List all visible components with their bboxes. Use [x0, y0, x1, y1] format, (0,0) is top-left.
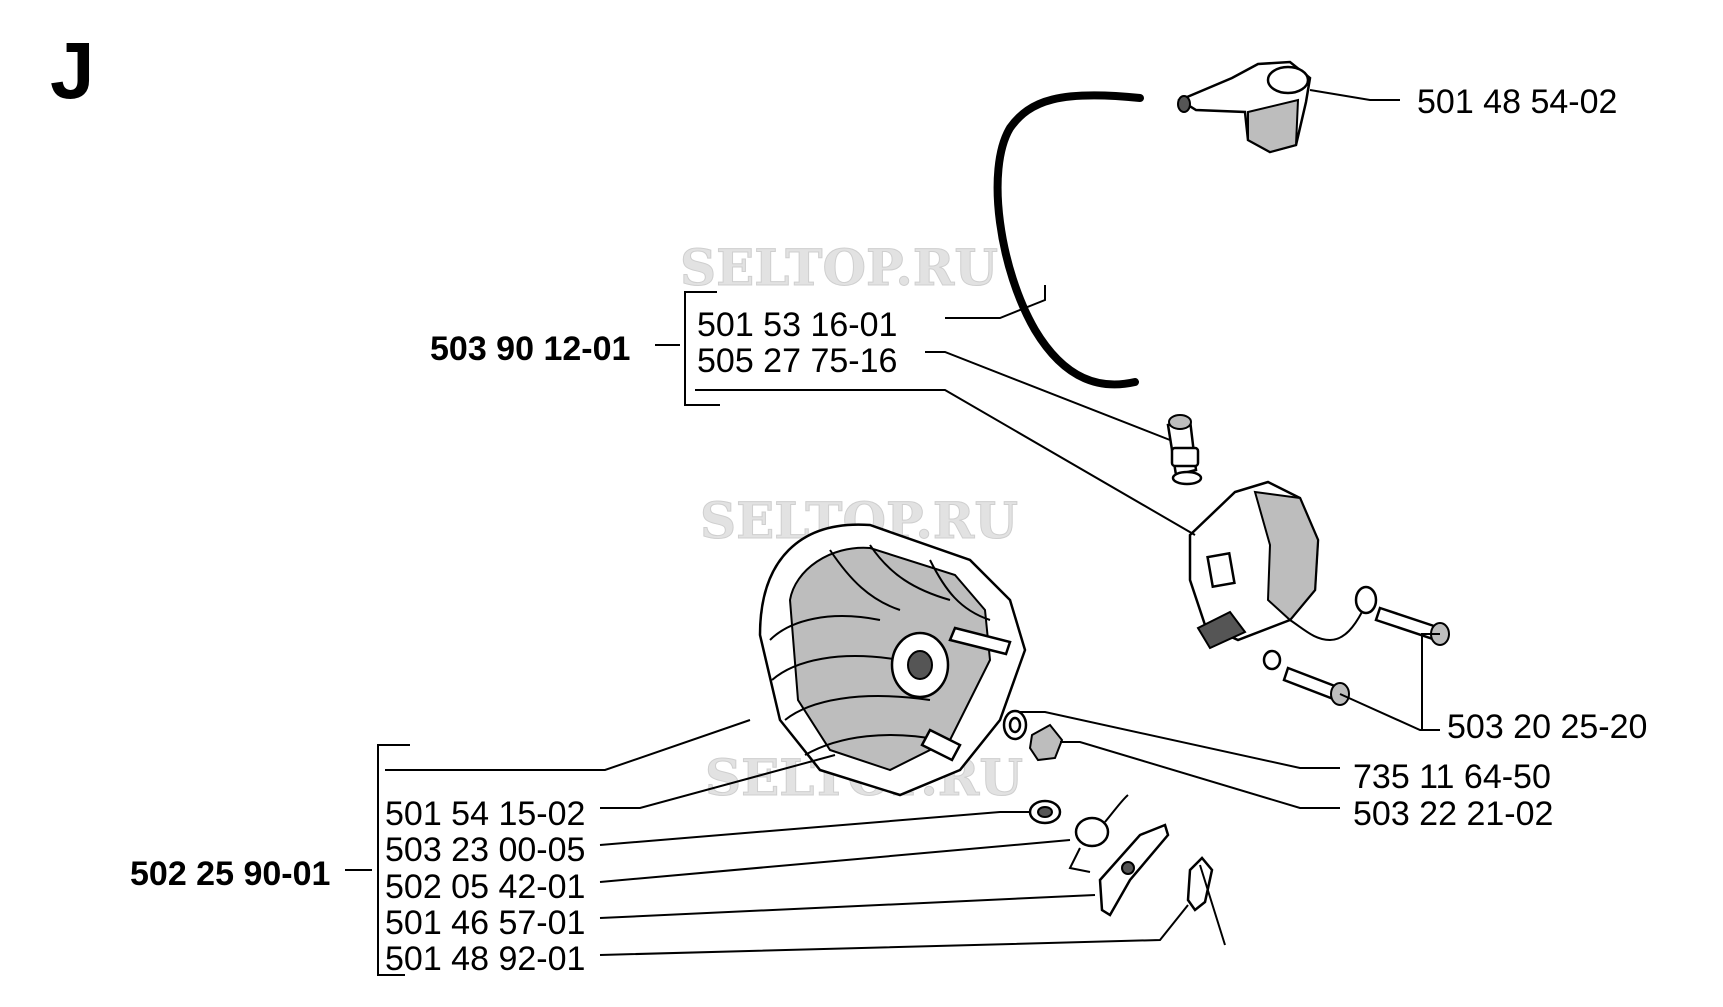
ignition-module	[1188, 480, 1378, 650]
part-label-503-23-00-05: 503 23 00-05	[385, 831, 585, 869]
spark-plug-cap	[1177, 60, 1312, 154]
part-label-501-54-15-02: 501 54 15-02	[385, 795, 585, 833]
assembly-label-503-90-12-01: 503 90 12-01	[430, 330, 630, 368]
flywheel	[758, 523, 1027, 797]
module-screws	[1262, 606, 1450, 706]
section-letter: J	[50, 26, 95, 115]
part-label-505-27-75-16: 505 27 75-16	[697, 342, 897, 380]
part-label-501-48-54-02: 501 48 54-02	[1417, 83, 1617, 121]
watermark-2: SELTOP.RU	[700, 491, 1018, 550]
part-label-735-11-64-50: 735 11 64-50	[1353, 758, 1551, 796]
part-label-502-05-42-01: 502 05 42-01	[385, 868, 585, 906]
part-label-501-48-92-01: 501 48 92-01	[385, 940, 585, 978]
part-label-501-46-57-01: 501 46 57-01	[385, 904, 585, 942]
leader-lines	[345, 89, 1440, 976]
part-label-503-22-21-02: 503 22 21-02	[1353, 795, 1553, 833]
ignition-cable	[993, 91, 1144, 389]
part-label-501-53-16-01: 501 53 16-01	[697, 306, 897, 344]
cable-terminal	[1166, 414, 1203, 486]
assembly-label-502-25-90-01: 502 25 90-01	[130, 855, 330, 893]
watermark-1: SELTOP.RU	[680, 238, 998, 297]
part-label-503-20-25-20: 503 20 25-20	[1447, 708, 1647, 746]
small-hardware	[1002, 709, 1226, 946]
